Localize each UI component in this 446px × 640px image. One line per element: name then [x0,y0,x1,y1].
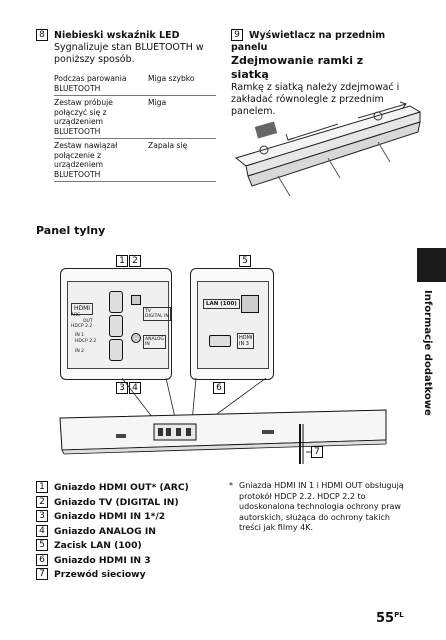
callout-1: 1 [116,255,128,267]
callout-number: 8 [36,29,48,41]
side-tab-label: Informacje dodatkowe [422,290,433,416]
callout-3: 3 [116,382,128,394]
analog-in-label: ANALOG IN [143,335,166,349]
grille-title: Zdejmowanie ramki z siatką [231,54,364,81]
callout-6: 6 [213,382,225,394]
rear-detail-left: HDMI ARC OUT HDCP 2.2 IN 1 HDCP 2.2 IN 2… [60,268,172,380]
hdmi-in3-label: HDMI IN 3 [237,333,255,349]
hdmi-in1-port[interactable] [109,315,123,337]
led-heading: 8 Niebieski wskaźnik LED [36,29,216,42]
lan-port[interactable] [241,295,259,313]
grille-section: Zdejmowanie ramki z siatką Ramkę z siatk… [231,54,401,118]
page-number: 55PL [376,611,404,626]
rear-detail-right: LAN (100) HDMI IN 3 [190,268,274,380]
led-description: Sygnalizuje stan BLUETOOTH w poniższy sp… [54,42,204,65]
hdmi-label: HDMI [71,303,94,315]
table-row: Zestaw próbuje połączyć się z urządzenie… [54,95,216,139]
soundbar-illustration [59,378,387,464]
section-side-tab [417,248,446,282]
hdmi-out-port[interactable] [109,291,123,313]
grille-description: Ramkę z siatką należy zdejmować i zakład… [231,82,400,117]
analog-in-port[interactable] [131,333,141,343]
led-section: 8 Niebieski wskaźnik LED Sygnalizuje stan… [36,29,216,182]
callout-number: 9 [231,29,243,41]
led-title: Niebieski wskaźnik LED [54,30,180,41]
callout-5: 5 [239,255,251,267]
rear-panel-title: Panel tylny [36,224,106,237]
footnote: * Gniazda HDMI IN 1 i HDMI OUT obsługują… [229,481,404,532]
tv-digital-in-label: TV DIGITAL IN [143,307,171,321]
hdmi-in2-port[interactable] [109,339,123,361]
callout-2: 2 [129,255,141,267]
lan-label: LAN (100) [203,299,240,309]
tv-digital-in-port[interactable] [131,295,141,305]
led-status-table: Podczas parowania BLUETOOTH Miga szybko … [54,72,216,182]
grille-illustration [234,101,422,197]
table-row: Zestaw nawiązał połączenie z urządzeniem… [54,138,216,182]
hdmi-in3-port[interactable] [209,335,231,347]
table-row: Podczas parowania BLUETOOTH Miga szybko [54,74,195,93]
